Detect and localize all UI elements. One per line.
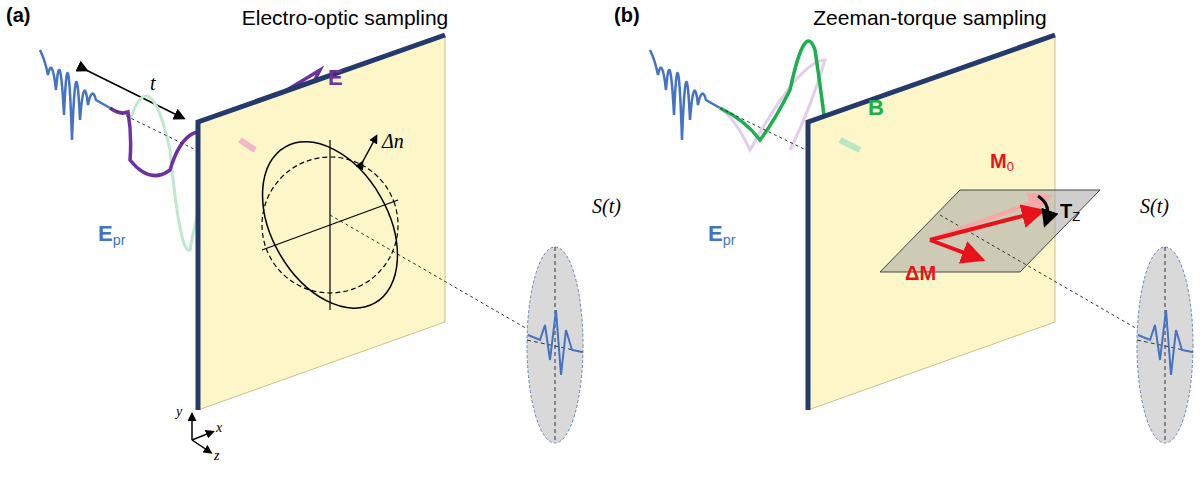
field-label: B: [868, 96, 884, 120]
probe-pulse: [40, 50, 110, 140]
delta-n-arrow: [362, 137, 376, 163]
rotation-plane: [880, 190, 1100, 272]
panel-letter: (b): [614, 4, 640, 26]
axis-label: z: [214, 448, 219, 463]
x-axis: [192, 432, 212, 440]
panel-b: [650, 35, 1193, 443]
axis-label: y: [176, 404, 182, 419]
signal-label: S(t): [592, 195, 621, 217]
signal-trace: [528, 310, 582, 375]
probe-label: Epr: [708, 222, 735, 248]
signal-trace: [1138, 310, 1192, 375]
y-axis: [191, 415, 193, 440]
beam-path: [940, 215, 1165, 345]
delay-label: t: [150, 72, 156, 94]
beam-path: [330, 215, 555, 345]
torque-arrow: [1038, 196, 1048, 222]
detector-axis: [555, 247, 556, 443]
detector-plane: [527, 247, 583, 443]
magnetization: [930, 212, 1038, 240]
index-change-label: Δn: [382, 130, 404, 152]
probe-pulse: [650, 50, 720, 140]
beam-path: [110, 108, 198, 151]
index-ellipse: [235, 118, 425, 332]
z-axis: [192, 440, 210, 452]
probe-label: Epr: [98, 222, 125, 248]
field-entry: [840, 140, 860, 150]
torque-label: TZ: [1060, 200, 1080, 225]
axis-label: x: [216, 420, 222, 435]
plate-edge: [198, 35, 445, 410]
panel-a: [40, 35, 583, 452]
initial-magnetization: [930, 198, 1045, 240]
panel-title: Electro-optic sampling: [242, 6, 449, 29]
detector-plane: [1137, 247, 1193, 443]
detector-axis: [1165, 247, 1166, 443]
panel-title: Zeeman-torque sampling: [813, 6, 1046, 29]
signal-label: S(t): [1140, 195, 1169, 217]
field-label: E: [328, 66, 343, 90]
panel-letter: (a): [6, 4, 30, 26]
ellipse-axis: [262, 200, 398, 250]
beam-path: [720, 108, 808, 151]
delta-magnetization-label: ΔM: [905, 262, 936, 284]
magnetization-label: M0: [990, 150, 1014, 175]
crystal-plate: [198, 35, 445, 410]
field-entry: [240, 140, 255, 150]
delta-magnetization: [930, 240, 978, 258]
